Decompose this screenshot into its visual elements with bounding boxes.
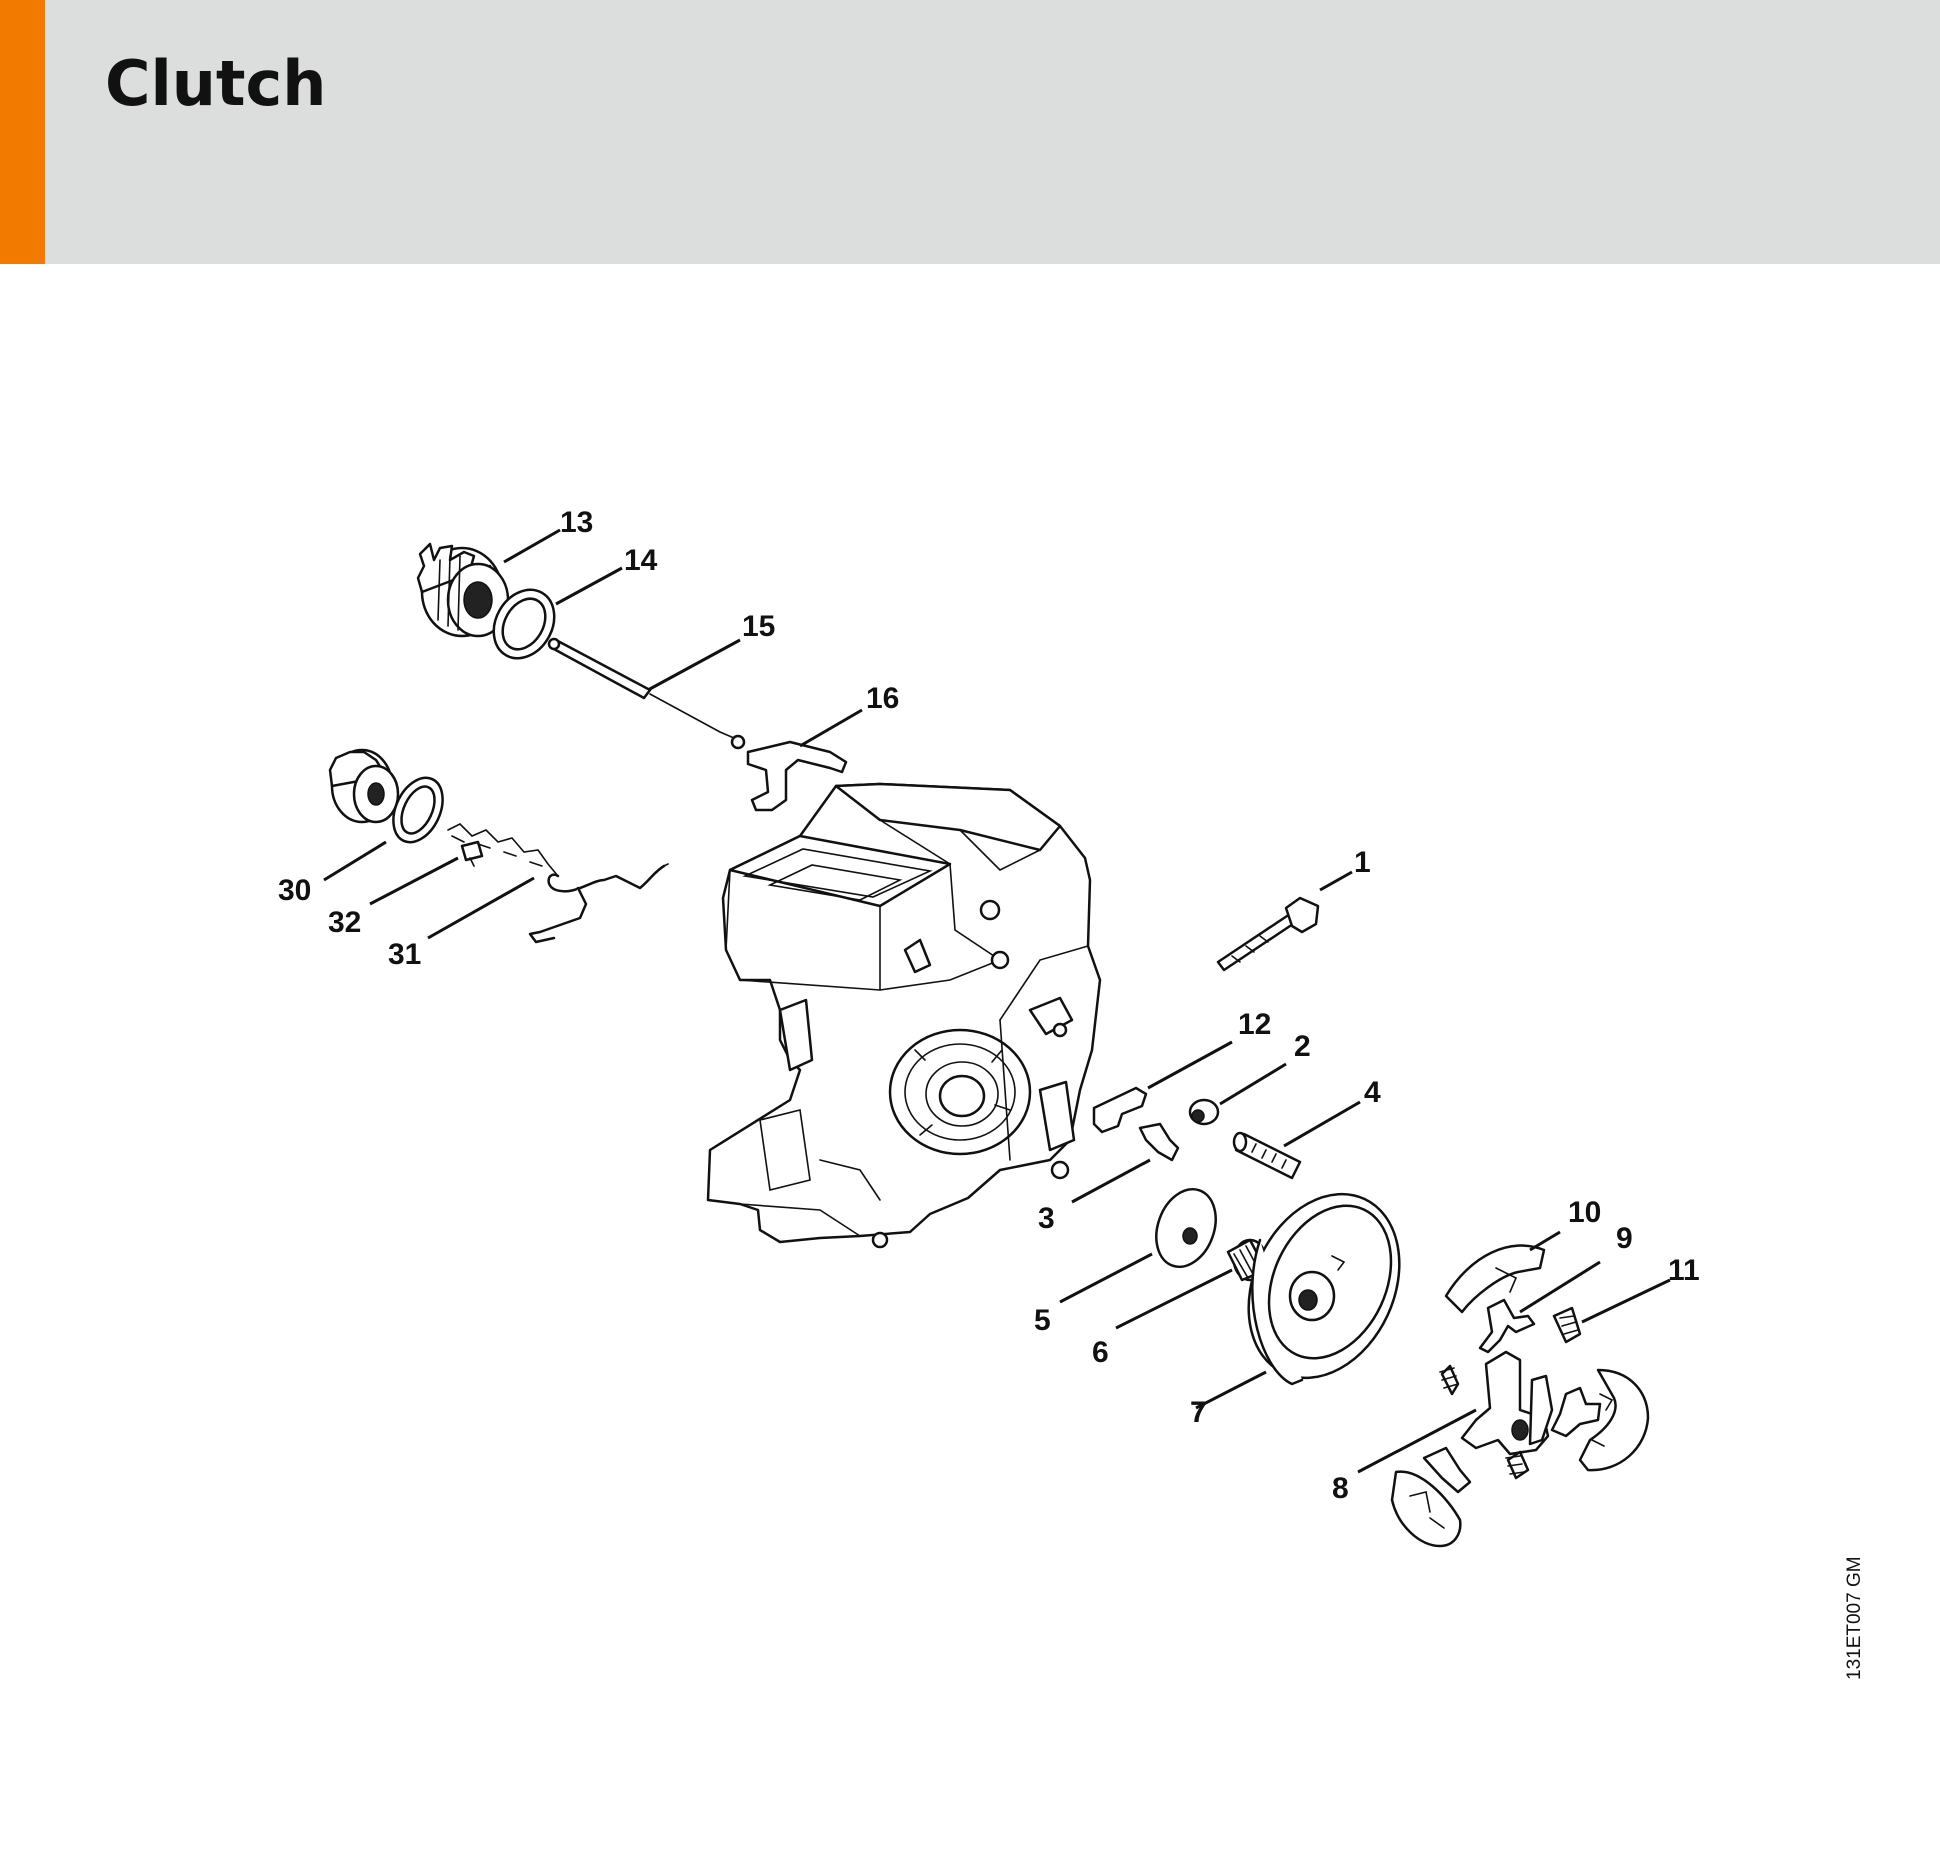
part-12-chain-catcher xyxy=(1092,1086,1148,1134)
part-30-washer xyxy=(392,776,444,844)
part-4-collar-stud xyxy=(1232,1131,1302,1180)
callout-6: 6 xyxy=(1092,1336,1109,1369)
callout-9: 9 xyxy=(1616,1222,1633,1255)
leader-1 xyxy=(1319,870,1353,892)
callout-16: 16 xyxy=(866,682,899,715)
leader-14 xyxy=(555,566,623,606)
crankcase-housing xyxy=(706,782,1102,1249)
part-5-washer xyxy=(1155,1187,1217,1269)
callout-4: 4 xyxy=(1364,1076,1381,1109)
callout-32: 32 xyxy=(328,906,361,939)
callout-1: 1 xyxy=(1354,846,1371,879)
part-30-nut xyxy=(328,748,400,824)
callout-labels: 13 14 15 16 30 32 31 1 12 2 4 3 5 6 7 10… xyxy=(278,506,1700,1505)
drawing-code-text: 131ET007 GM xyxy=(1844,1556,1865,1680)
part-10-clutch-shoe xyxy=(1444,1244,1546,1314)
callout-10: 10 xyxy=(1568,1196,1601,1229)
page-header xyxy=(0,0,1940,264)
leader-12 xyxy=(1147,1040,1233,1090)
callout-11: 11 xyxy=(1668,1254,1700,1287)
part-11-spring xyxy=(1552,1306,1582,1344)
callout-13: 13 xyxy=(560,506,593,539)
leader-4 xyxy=(1283,1100,1361,1148)
leader-11 xyxy=(1581,1278,1671,1324)
leader-32 xyxy=(369,856,459,906)
callout-12: 12 xyxy=(1238,1008,1271,1041)
leader-16 xyxy=(799,708,863,748)
part-3-pin xyxy=(1138,1122,1180,1162)
callout-14: 14 xyxy=(624,544,658,577)
leader-9 xyxy=(1519,1260,1601,1314)
part-15-rod xyxy=(547,637,746,750)
leader-6 xyxy=(1115,1268,1233,1330)
part-1-bolt xyxy=(1216,896,1320,972)
leader-5 xyxy=(1059,1252,1153,1304)
leader-31 xyxy=(427,876,535,940)
part-16-lever xyxy=(746,740,848,812)
header-accent-bar xyxy=(0,0,45,264)
leader-10 xyxy=(1529,1230,1561,1252)
callout-5: 5 xyxy=(1034,1304,1051,1337)
callout-31: 31 xyxy=(388,938,421,971)
leader-15 xyxy=(647,638,741,692)
leader-13 xyxy=(503,528,561,564)
callout-15: 15 xyxy=(742,610,775,643)
leader-2 xyxy=(1219,1062,1287,1106)
callout-7: 7 xyxy=(1190,1396,1207,1429)
callout-8: 8 xyxy=(1332,1472,1349,1505)
part-2-sleeve xyxy=(1188,1098,1220,1126)
part-7-clutch-drum xyxy=(1247,1192,1401,1386)
part-32-screw xyxy=(460,840,484,867)
leader-3 xyxy=(1071,1158,1151,1204)
part-9-spring-hook xyxy=(1478,1298,1536,1354)
page-title: Clutch xyxy=(105,47,327,120)
leader-lines xyxy=(323,528,1671,1474)
leader-30 xyxy=(323,840,387,882)
callout-2: 2 xyxy=(1294,1030,1311,1063)
part-31-chain-spring xyxy=(447,823,669,944)
leader-8 xyxy=(1357,1408,1477,1474)
part-8-clutch-assembly xyxy=(1390,1350,1650,1548)
callout-30: 30 xyxy=(278,874,311,907)
leader-7 xyxy=(1195,1370,1267,1410)
drawing-code: 131ET007 GM xyxy=(1844,1540,1868,1680)
part-14-washer xyxy=(492,588,556,660)
part-13-adjusting-wheel xyxy=(416,542,510,638)
callout-3: 3 xyxy=(1038,1202,1055,1235)
